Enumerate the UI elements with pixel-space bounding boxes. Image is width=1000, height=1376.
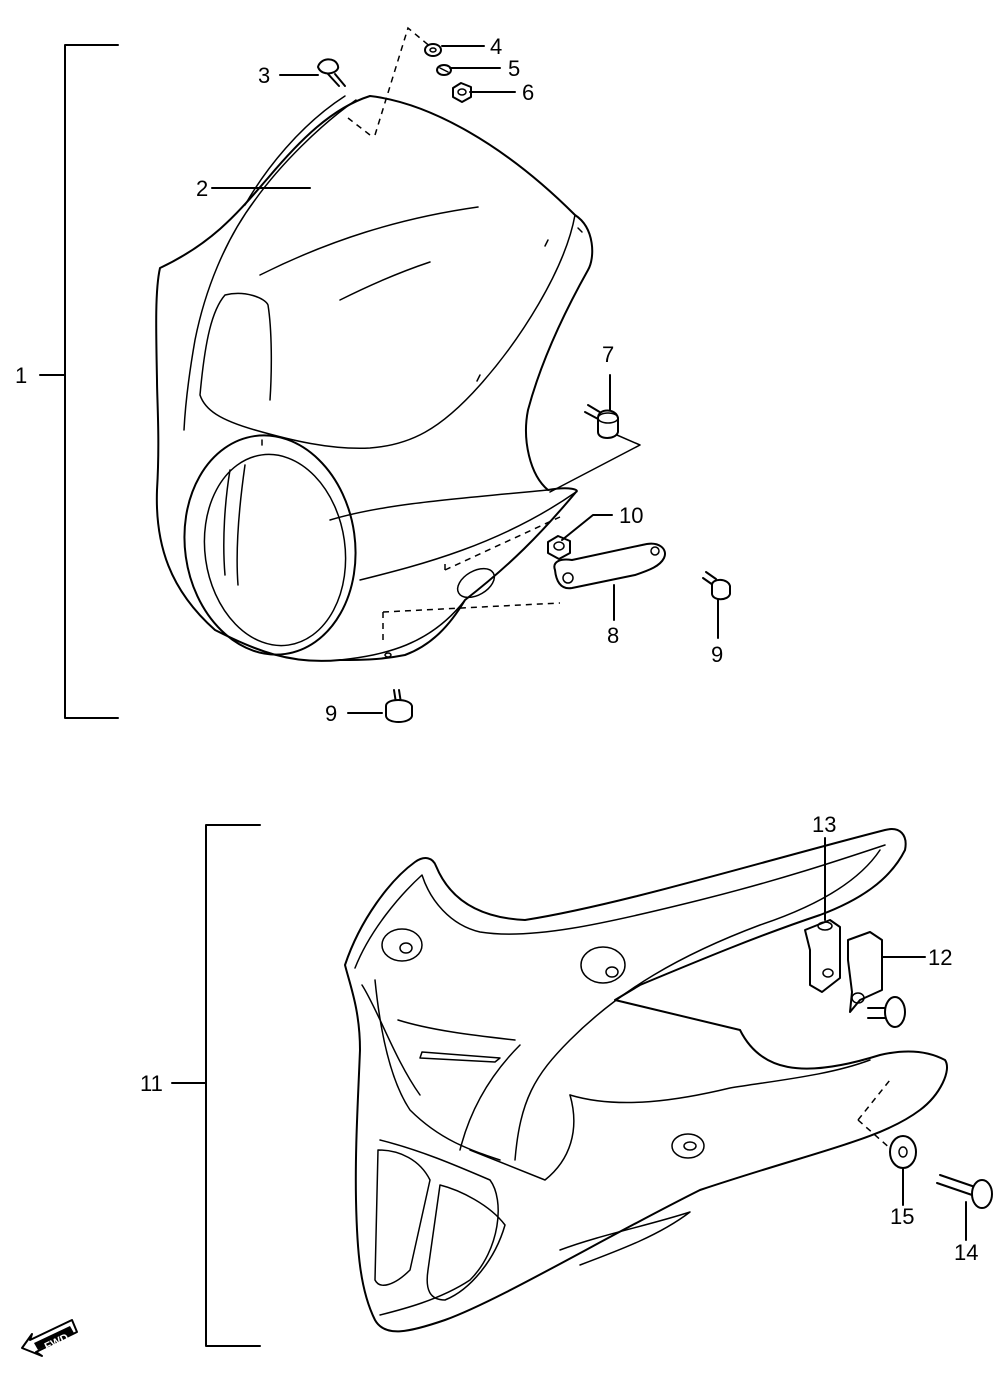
clip-part-13 <box>804 919 841 993</box>
callout-7: 7 <box>602 342 614 367</box>
screw-part-14 <box>936 1174 993 1209</box>
headlight-opening <box>183 434 357 656</box>
callout-9-right: 9 <box>711 642 723 667</box>
callout-6: 6 <box>522 80 534 105</box>
screw-part-3 <box>317 58 346 87</box>
washer-part-15 <box>889 1135 917 1169</box>
nut-part-10 <box>547 535 571 560</box>
bracket-part-12 <box>847 931 883 1013</box>
callout-5: 5 <box>508 56 520 81</box>
callout-3: 3 <box>258 63 270 88</box>
upper-cowl-assembly: 1 2 3 4 5 6 7 8 9 9 10 <box>15 26 731 726</box>
callout-9-bottom: 9 <box>325 701 337 726</box>
assembly-11-bracket <box>205 824 261 1347</box>
bolt-part-12-fastener <box>867 996 906 1028</box>
washer-part-4 <box>424 43 442 57</box>
callout-1: 1 <box>15 363 27 388</box>
under-cowl-assembly: 11 12 13 14 15 <box>140 812 993 1347</box>
washer-part-5 <box>436 64 452 76</box>
callout-4: 4 <box>490 34 502 59</box>
callout-15: 15 <box>890 1204 914 1229</box>
callout-14: 14 <box>954 1240 978 1265</box>
bolt-part-7 <box>584 404 619 439</box>
under-cowl <box>344 828 948 1333</box>
callout-13: 13 <box>812 812 836 837</box>
bolt-part-9-right <box>702 571 731 601</box>
callout-12: 12 <box>928 945 952 970</box>
bolt-part-9-bottom <box>385 689 413 723</box>
callout-11: 11 <box>140 1071 163 1096</box>
callout-2: 2 <box>196 176 208 201</box>
nut-part-6 <box>452 82 472 103</box>
assembly-1-bracket <box>64 44 119 719</box>
forward-direction-arrow: FWD <box>21 1319 78 1357</box>
callout-8: 8 <box>607 623 619 648</box>
callout-10: 10 <box>619 503 643 528</box>
bracket-part-8 <box>553 542 666 590</box>
